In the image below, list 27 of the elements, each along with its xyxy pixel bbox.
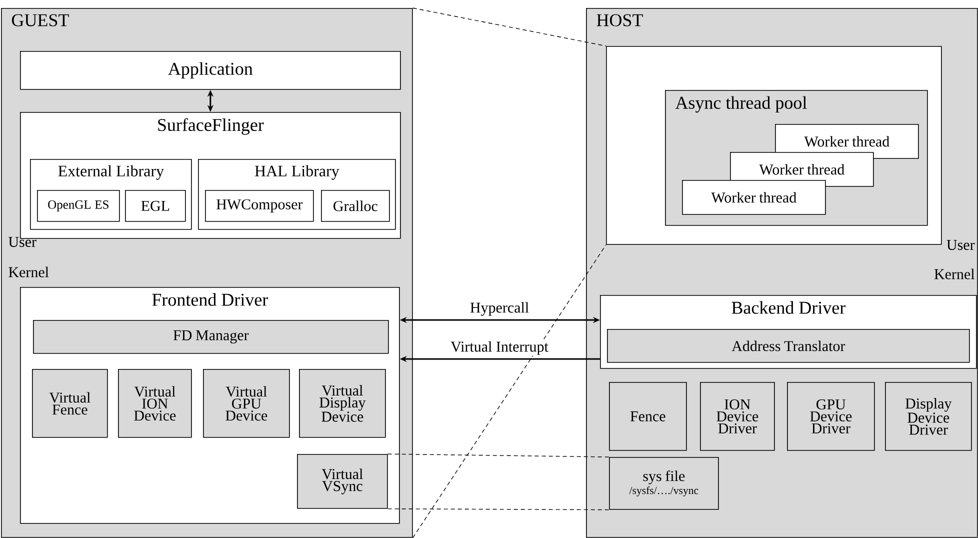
thread-box: Worker thread xyxy=(682,180,826,215)
module-box: HWComposer xyxy=(205,190,314,222)
file-box: sys file /sysfs/…./vsync xyxy=(609,457,719,510)
layer-label: User xyxy=(946,240,975,250)
manager-box: FD Manager xyxy=(33,320,389,354)
layer-label: User xyxy=(8,237,36,247)
device-box: Virtual Fence xyxy=(32,369,108,438)
connector xyxy=(387,454,610,510)
connector xyxy=(412,8,606,46)
driver-module-box: GPU Device Driver xyxy=(787,382,875,451)
layer-label: Kernel xyxy=(934,268,974,280)
device-box: Virtual ION Device xyxy=(118,369,192,438)
device-box: Virtual VSync xyxy=(297,454,388,509)
device-box: Virtual GPU Device xyxy=(203,369,290,438)
module-box: OpenGL ES xyxy=(37,190,120,222)
edge-label: Hypercall xyxy=(468,301,530,317)
device-box: Virtual Display Device xyxy=(299,369,386,438)
driver-module-box: ION Device Driver xyxy=(700,382,775,451)
driver-module-box: Display Device Driver xyxy=(885,382,972,451)
connector xyxy=(412,244,606,538)
module-box: EGL xyxy=(125,190,186,222)
layer-label: Kernel xyxy=(8,266,49,278)
driver-module-box: Fence xyxy=(609,382,687,451)
module-box: Gralloc xyxy=(321,190,390,222)
layer-box: Application xyxy=(20,51,401,90)
translator-box: Address Translator xyxy=(607,329,970,363)
edge-label: Virtual Interrupt xyxy=(450,340,550,356)
